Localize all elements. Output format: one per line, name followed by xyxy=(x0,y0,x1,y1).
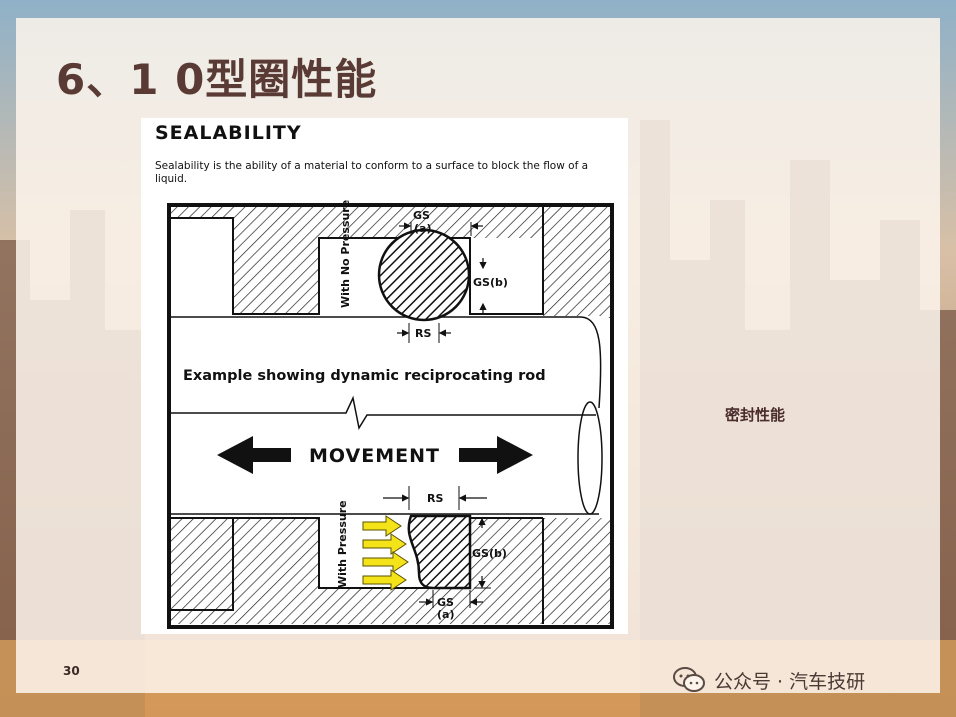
o-ring-compressed xyxy=(407,514,472,590)
bottom-gs-a-sub: (a) xyxy=(437,608,454,621)
top-housing xyxy=(171,207,610,318)
page-number: 30 xyxy=(63,664,80,678)
figure-heading: SEALABILITY xyxy=(155,122,302,144)
movement-label: MOVEMENT xyxy=(309,445,440,467)
slide-title: 6、1 0型圈性能 xyxy=(56,55,378,104)
side-label: 密封性能 xyxy=(725,406,786,424)
footer-watermark: 公众号 · 汽车技研 xyxy=(672,662,942,698)
bottom-rs-label: RS xyxy=(427,492,443,505)
seal-diagram: Example showing dynamic reciprocating ro… xyxy=(167,200,614,629)
bottom-gs-b-label: GS(b) xyxy=(472,547,507,560)
top-gs-a-sub: (a) xyxy=(414,222,431,235)
bottom-gs-a-label: GS xyxy=(437,596,454,609)
wechat-icon xyxy=(673,667,705,692)
rod-caption: Example showing dynamic reciprocating ro… xyxy=(183,368,546,384)
movement-right-arrow xyxy=(459,436,533,474)
sealability-figure: Example showing dynamic reciprocating ro… xyxy=(141,118,628,634)
top-gs-a-label: GS xyxy=(413,209,430,222)
bottom-housing xyxy=(171,518,543,624)
top-rs-label: RS xyxy=(415,327,431,340)
top-state-label: With No Pressure xyxy=(339,200,352,308)
pressure-arrows xyxy=(362,515,409,591)
top-gs-b-label: GS(b) xyxy=(473,276,508,289)
footer-text: 公众号 · 汽车技研 xyxy=(714,670,866,693)
bottom-state-label: With Pressure xyxy=(336,500,349,588)
movement-left-arrow xyxy=(217,436,291,474)
o-ring-uncompressed xyxy=(377,228,471,322)
figure-description: Sealability is the ability of a material… xyxy=(155,160,589,185)
